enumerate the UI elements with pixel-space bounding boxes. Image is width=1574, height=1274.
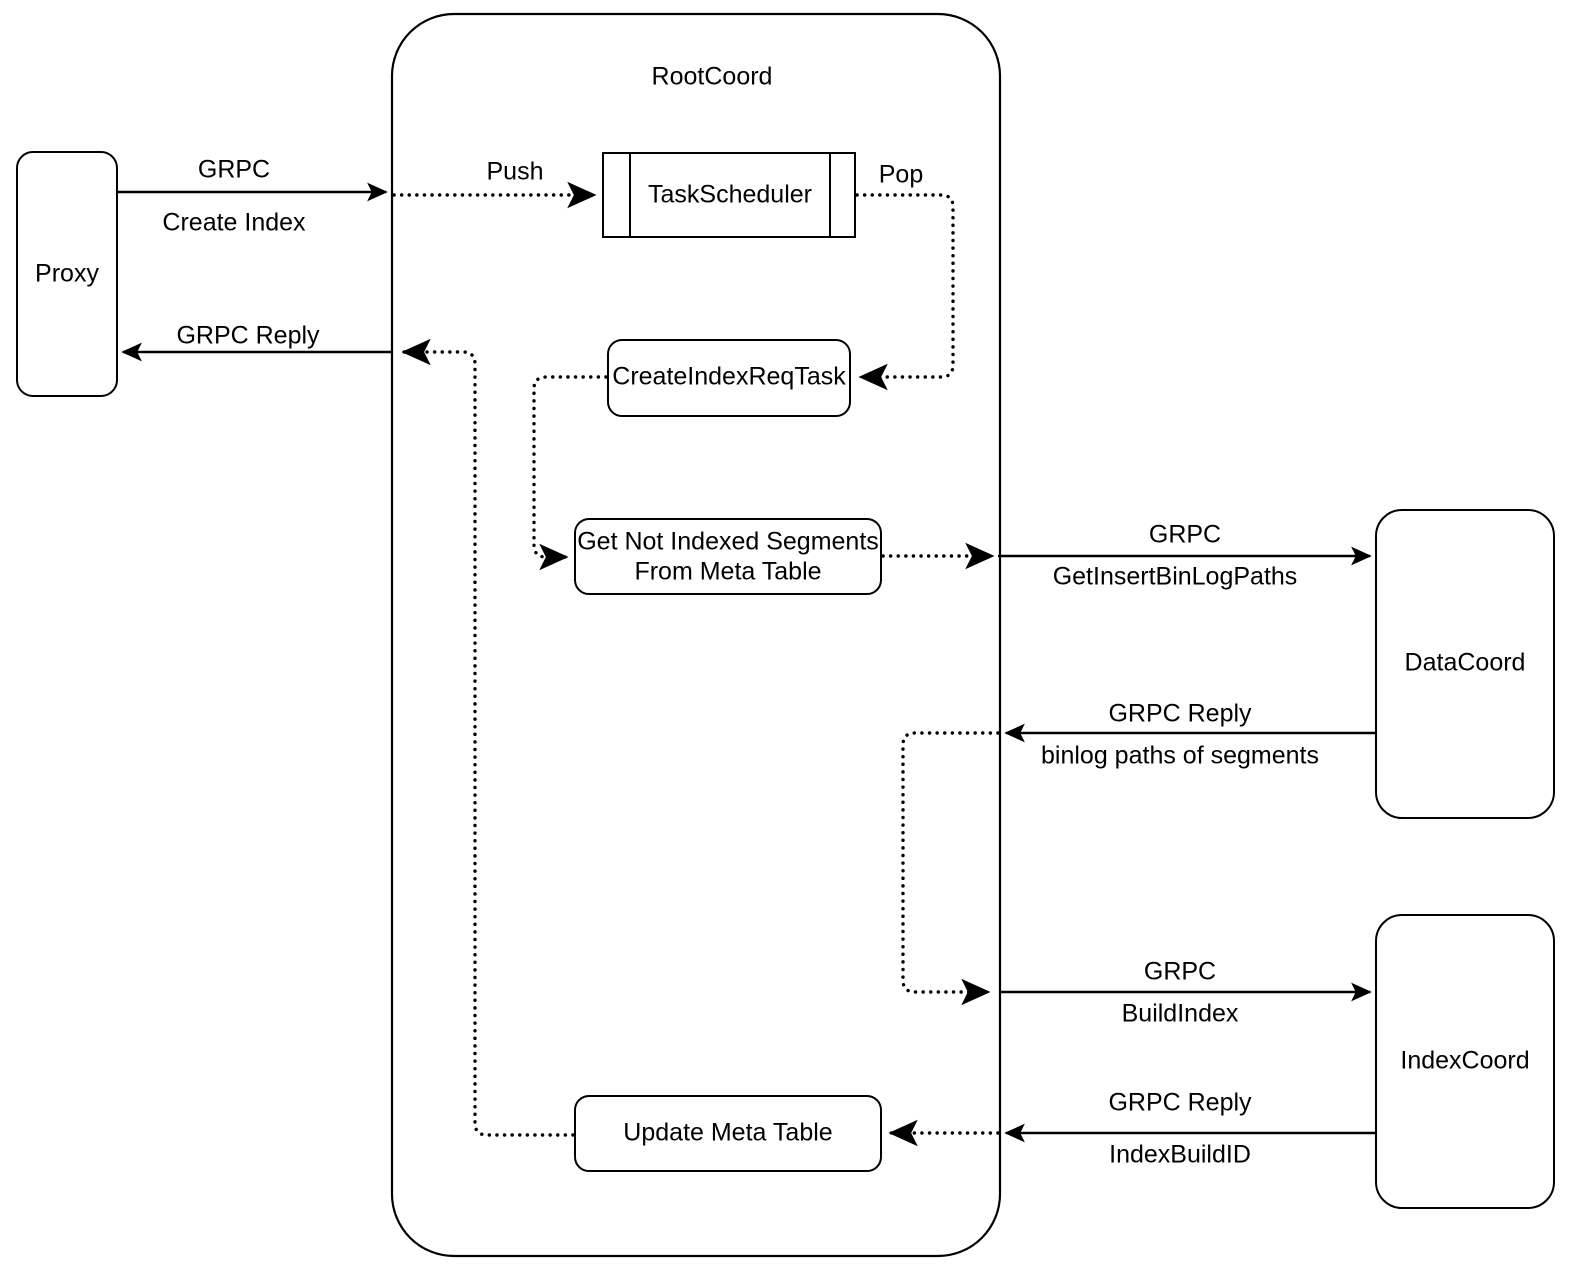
edge-label-pop: Pop xyxy=(879,161,923,189)
task-scheduler-label: TaskScheduler xyxy=(648,181,812,209)
edge-binlog-reply-route xyxy=(901,731,1000,1006)
edge-label-grpc-reply-datacoord: GRPC Reply xyxy=(1108,700,1252,728)
node-indexcoord[interactable]: IndexCoord xyxy=(1375,914,1555,1209)
get-not-indexed-segments-label-line2: From Meta Table xyxy=(634,558,821,586)
edge-proxy-to-rootcoord: GRPC Create Index xyxy=(117,156,388,237)
proxy-label: Proxy xyxy=(35,260,99,288)
create-index-req-task-label: CreateIndexReqTask xyxy=(612,363,846,391)
container-rootcoord: RootCoord xyxy=(390,12,1002,1258)
edge-task-to-get-segments xyxy=(532,375,608,571)
datacoord-label: DataCoord xyxy=(1405,649,1526,677)
edge-pop-to-task: Pop xyxy=(855,161,955,391)
edge-label-grpc-datacoord: GRPC xyxy=(1149,521,1221,549)
task-scheduler-box[interactable] xyxy=(602,152,856,238)
node-get-not-indexed-segments[interactable]: Get Not Indexed Segments From Meta Table xyxy=(574,518,882,595)
edge-indexcoord-to-rootcoord: GRPC Reply IndexBuildID xyxy=(1004,1089,1376,1169)
update-meta-table-label: Update Meta Table xyxy=(623,1119,832,1147)
get-not-indexed-segments-box[interactable] xyxy=(574,518,882,595)
node-create-index-req-task[interactable]: CreateIndexReqTask xyxy=(607,339,851,417)
edge-label-build-index: BuildIndex xyxy=(1122,1000,1239,1028)
edge-rootcoord-to-proxy: GRPC Reply xyxy=(121,322,392,362)
indexcoord-box[interactable] xyxy=(1375,914,1555,1209)
node-datacoord[interactable]: DataCoord xyxy=(1375,509,1555,819)
edge-binlog-reply-route-line xyxy=(901,731,1000,1006)
edge-label-binlog-paths-of-segments: binlog paths of segments xyxy=(1041,742,1319,770)
proxy-box[interactable] xyxy=(16,151,118,397)
rootcoord-boundary xyxy=(390,12,1002,1258)
edge-label-grpc-indexcoord: GRPC xyxy=(1144,958,1216,986)
get-not-indexed-segments-label-line1: Get Not Indexed Segments xyxy=(577,528,879,556)
edge-update-meta-to-reply-line xyxy=(401,338,575,1137)
node-proxy[interactable]: Proxy xyxy=(16,151,118,397)
create-index-req-task-box[interactable] xyxy=(607,339,851,417)
edge-label-create-index: Create Index xyxy=(162,209,306,237)
datacoord-box[interactable] xyxy=(1375,509,1555,819)
edge-rootcoord-to-datacoord: GRPC GetInsertBinLogPaths xyxy=(998,521,1372,591)
indexcoord-label: IndexCoord xyxy=(1400,1047,1529,1075)
edge-label-push: Push xyxy=(487,158,544,186)
update-meta-table-box[interactable] xyxy=(574,1095,882,1172)
edge-task-to-get-segments-line xyxy=(532,375,608,571)
node-update-meta-table[interactable]: Update Meta Table xyxy=(574,1095,882,1172)
edge-push-to-scheduler: Push xyxy=(392,158,597,209)
edge-datacoord-to-rootcoord: GRPC Reply binlog paths of segments xyxy=(1004,700,1376,770)
edge-label-index-build-id: IndexBuildID xyxy=(1109,1141,1251,1169)
edge-pop-line xyxy=(855,193,955,391)
edge-rootcoord-to-indexcoord: GRPC BuildIndex xyxy=(999,958,1372,1028)
node-task-scheduler[interactable]: TaskScheduler xyxy=(602,152,856,238)
edge-update-meta-to-reply xyxy=(401,338,575,1137)
rootcoord-label: RootCoord xyxy=(652,63,773,91)
edge-label-grpc-create-index: GRPC xyxy=(198,156,270,184)
edge-label-grpc-reply-indexcoord: GRPC Reply xyxy=(1108,1089,1252,1117)
edge-label-grpc-reply-proxy: GRPC Reply xyxy=(176,322,320,350)
edge-label-get-insert-binlog-paths: GetInsertBinLogPaths xyxy=(1053,563,1298,591)
